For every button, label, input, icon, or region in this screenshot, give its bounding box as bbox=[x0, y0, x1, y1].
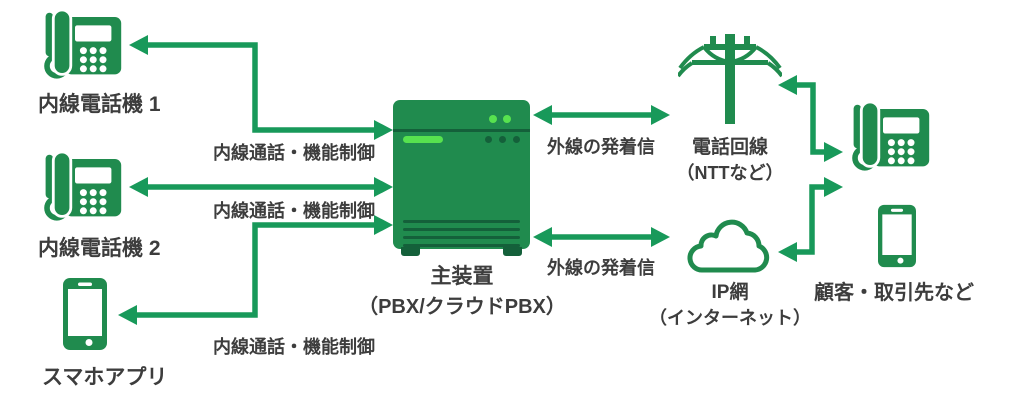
pbx-foot bbox=[401, 247, 420, 256]
pbx-led-bar bbox=[403, 136, 443, 143]
arrow-pbx-smartphone bbox=[118, 215, 393, 325]
pbx-vent bbox=[403, 244, 520, 247]
pbx-vent bbox=[403, 236, 520, 239]
edge-label-pbx-phone1: 内線通話・機能制御 bbox=[213, 143, 375, 163]
ip-network-label-group: IP網 （インターネット） bbox=[640, 277, 820, 330]
edge-label-pbx-ip-network: 外線の発着信 bbox=[547, 258, 655, 278]
pbx-indicator-light bbox=[503, 115, 511, 123]
ip-network-cloud-icon bbox=[687, 219, 770, 273]
phone-line-name: 電話回線 bbox=[691, 137, 768, 158]
arrow-ip-network-customer bbox=[778, 177, 843, 262]
arrow-pbx-phone1 bbox=[129, 35, 393, 140]
edge-label-pbx-phone2: 内線通話・機能制御 bbox=[213, 201, 375, 221]
edge-label-pbx-smartphone: 内線通話・機能制御 bbox=[213, 337, 375, 357]
edge-label-pbx-phone-line: 外線の発着信 bbox=[547, 137, 655, 157]
arrow-pbx-phone2 bbox=[129, 177, 393, 197]
arrow-pbx-phone-line bbox=[533, 105, 670, 125]
extension-phone-2-icon bbox=[44, 152, 122, 221]
pbx-port-dot bbox=[499, 136, 506, 143]
customer-desk-phone-icon bbox=[852, 102, 930, 171]
main-unit-subtitle: （PBX/クラウドPBX） bbox=[358, 296, 566, 318]
customer-smartphone-icon bbox=[878, 204, 916, 268]
main-unit-name: 主装置 bbox=[430, 265, 494, 288]
pbx-port-dot bbox=[485, 136, 492, 143]
pbx-foot bbox=[503, 247, 522, 256]
arrow-pbx-ip-network bbox=[533, 227, 670, 247]
telephone-pole-icon bbox=[678, 34, 782, 124]
pbx-vent bbox=[403, 228, 520, 231]
pbx-divider bbox=[393, 129, 530, 132]
smartphone-app-label: スマホアプリ bbox=[42, 366, 168, 389]
ip-network-subtitle: （インターネット） bbox=[649, 308, 811, 328]
main-unit-label-group: 主装置 （PBX/クラウドPBX） bbox=[348, 260, 576, 319]
extension-phone-1-label: 内線電話機 1 bbox=[38, 93, 161, 116]
main-unit-icon bbox=[393, 100, 530, 256]
pbx-vent bbox=[403, 220, 520, 223]
smartphone-app-icon bbox=[63, 278, 107, 350]
customers-label: 顧客・取引先など bbox=[814, 282, 974, 304]
phone-line-subtitle: （NTTなど） bbox=[676, 163, 784, 183]
pbx-port-dot bbox=[513, 136, 520, 143]
extension-phone-2-label: 内線電話機 2 bbox=[38, 237, 161, 260]
arrow-phone-line-customer bbox=[778, 75, 843, 162]
ip-network-name: IP網 bbox=[711, 282, 749, 303]
pbx-indicator-light bbox=[489, 115, 497, 123]
extension-phone-1-icon bbox=[44, 10, 122, 79]
phone-line-label-group: 電話回線 （NTTなど） bbox=[655, 132, 805, 185]
